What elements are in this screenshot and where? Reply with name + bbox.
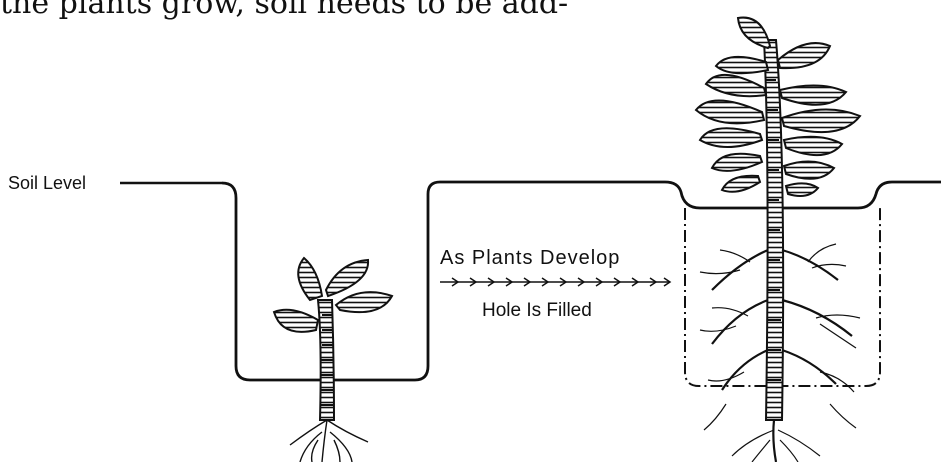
soil-level-label: Soil Level (8, 173, 86, 193)
developed-plant (696, 18, 860, 462)
arrow-row (440, 278, 670, 286)
as-plants-develop-label: As Plants Develop (440, 247, 620, 269)
hole-is-filled-label: Hole Is Filled (482, 300, 592, 321)
seedling-plant (274, 258, 392, 462)
caption-fragment: the plants grow, soil needs to be add- (0, 0, 568, 21)
